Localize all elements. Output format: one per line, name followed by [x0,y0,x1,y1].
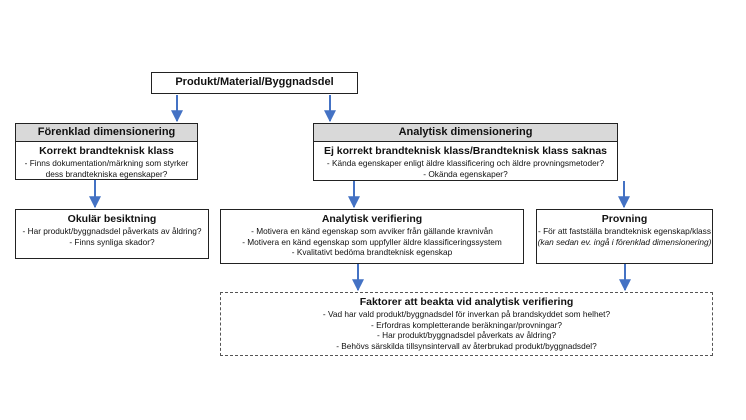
simple-line: dess brandtekniska egenskaper? [45,168,168,179]
analytic-verification-title: Analytisk verifiering [321,213,423,225]
analytic-dimensioning-node: Analytisk dimensionering Ej korrekt bran… [313,123,618,181]
factors-title: Faktorer att beakta vid analytisk verifi… [359,296,574,308]
analytic-line: - Okända egenskaper? [423,168,508,179]
factors-node: Faktorer att beakta vid analytisk verifi… [220,292,713,356]
simple-line: - Finns dokumentation/märkning som styrk… [24,158,189,168]
analytic-verification-node: Analytisk verifiering - Motivera en känd… [220,209,524,264]
visual-line: - Har produkt/byggnadsdel påverkats av å… [22,226,202,236]
factors-line: - Har produkt/byggnadsdel påverkats av å… [377,330,556,340]
factors-line: - Behövs särskilda tillsynsintervall av … [336,340,597,351]
verify-line: - Motivera en känd egenskap som uppfylle… [242,236,502,247]
simple-dimensioning-title: Korrekt brandteknisk klass [39,145,174,157]
simple-dimensioning-header: Förenklad dimensionering [16,124,197,142]
testing-line: - För att fastställa brandteknisk egensk… [538,226,711,236]
factors-line: - Erfordras kompletterande beräkningar/p… [371,319,562,330]
visual-line: - Finns synliga skador? [69,236,155,247]
product-node: Produkt/Material/Byggnadsdel [151,72,358,94]
testing-note: (kan sedan ev. ingå i förenklad dimensio… [537,236,712,247]
analytic-line: - Kända egenskaper enligt äldre klassifi… [326,158,605,168]
product-node-title: Produkt/Material/Byggnadsdel [175,76,334,88]
testing-node: Provning - För att fastställa brandtekni… [536,209,713,264]
analytic-dimensioning-title: Ej korrekt brandteknisk klass/Brandtekni… [323,145,608,157]
analytic-dimensioning-header: Analytisk dimensionering [314,124,617,142]
testing-title: Provning [601,213,648,225]
simple-dimensioning-node: Förenklad dimensionering Korrekt brandte… [15,123,198,180]
verify-line: - Motivera en känd egenskap som avviker … [251,226,493,236]
factors-line: - Vad har vald produkt/byggnadsdel för i… [322,309,611,319]
visual-inspection-node: Okulär besiktning - Har produkt/byggnads… [15,209,209,259]
verify-line: - Kvalitativt bedöma brandteknisk egensk… [291,247,453,257]
visual-inspection-title: Okulär besiktning [67,213,157,225]
